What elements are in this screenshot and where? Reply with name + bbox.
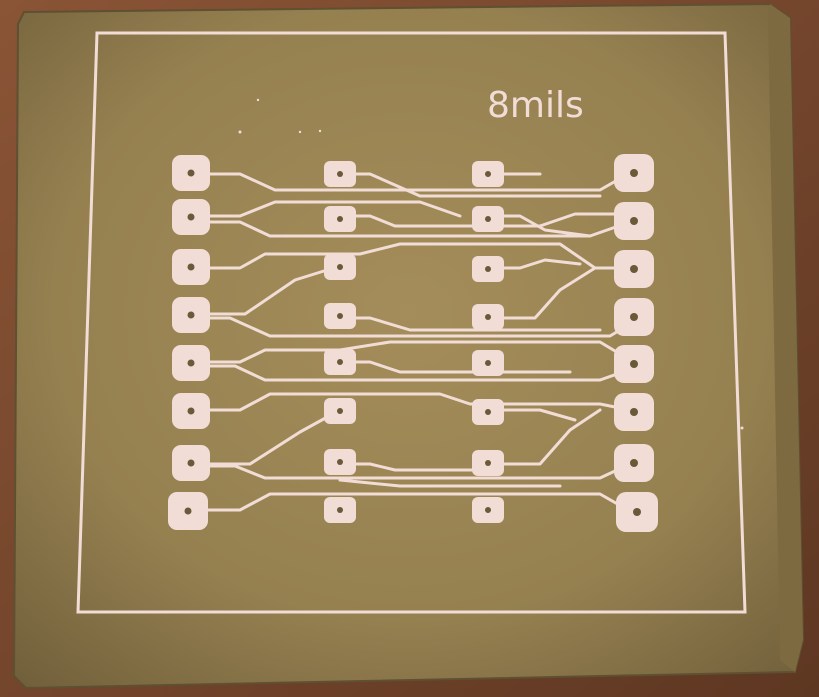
pcb-edge <box>768 4 803 672</box>
drill-holes <box>184 169 641 516</box>
pcb-substrate <box>12 2 805 690</box>
board-label: 8mils <box>487 85 584 126</box>
board-outline <box>76 31 747 614</box>
copper-specks <box>238 98 744 430</box>
